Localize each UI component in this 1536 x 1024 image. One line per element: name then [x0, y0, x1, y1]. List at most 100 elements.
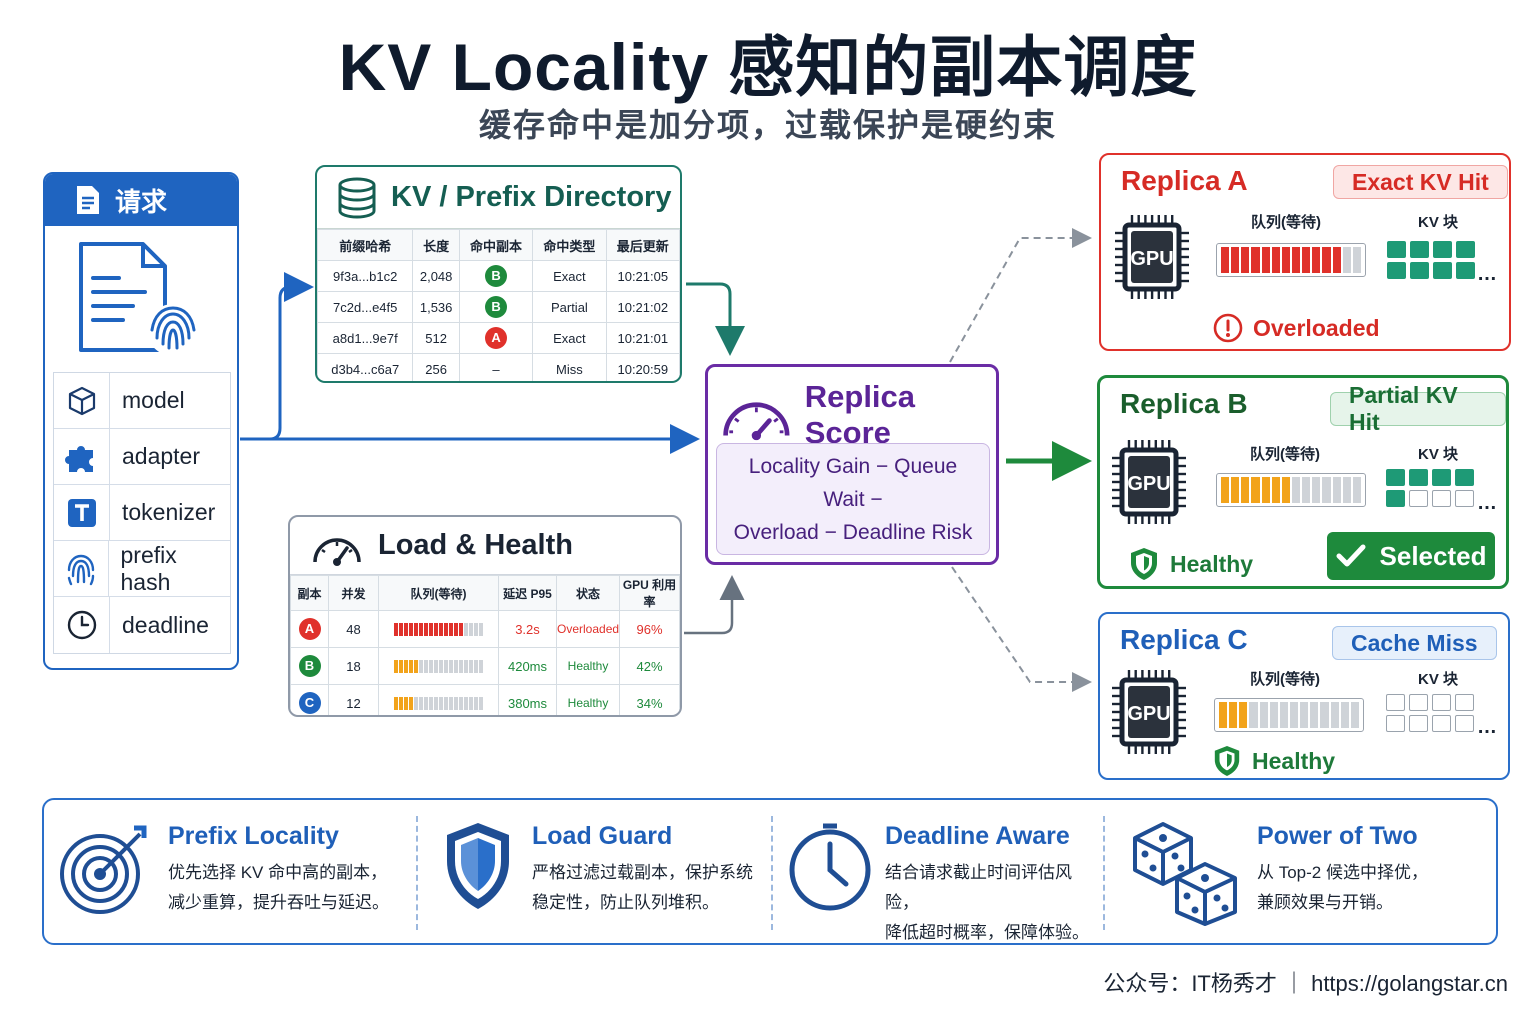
feature-divider [771, 816, 773, 930]
queue-segment [1291, 247, 1301, 273]
gpu-label: GPU [1127, 473, 1170, 495]
queue-segment [414, 696, 418, 710]
queue-segment [444, 622, 448, 636]
hash-cell: 7c2d...e4f5 [317, 291, 414, 323]
status-overloaded: Overloaded [1213, 313, 1380, 343]
replica-name: Replica B [1120, 388, 1248, 419]
queue-segment [434, 696, 438, 710]
replica-badge: B [485, 265, 508, 287]
replica-tag: Cache Miss [1332, 626, 1497, 660]
queue-segment [1229, 702, 1238, 728]
queue-segment [1352, 247, 1361, 273]
kv-block-label: KV 块 [1418, 214, 1459, 231]
load-health-title: Load & Health [378, 529, 573, 561]
type-cell: Exact [532, 322, 607, 354]
request-field-list: model adapter tokenizer prefix hash dead… [53, 372, 231, 654]
column-header: 并发 [328, 575, 379, 611]
status-cell: Healthy [555, 684, 621, 715]
queue-segment [414, 622, 418, 636]
queue-segment [419, 659, 423, 673]
queue-segment [429, 622, 433, 636]
queue-segment [1251, 477, 1260, 503]
queue-segment [399, 696, 403, 710]
kv-block [1387, 262, 1406, 279]
replica-cell: – [458, 353, 534, 381]
feature-divider [1103, 816, 1105, 930]
feature-load-guard: Load Guard 严格过滤过载副本，保护系统 稳定性，防止队列堆积。 [418, 800, 770, 947]
replica-none: – [492, 361, 500, 377]
replica-tag: Exact KV Hit [1333, 165, 1508, 199]
queue-segment [1241, 247, 1250, 273]
page-subtitle: 缓存命中是加分项，过载保护是硬约束 [478, 107, 1057, 143]
kv-directory-panel: KV / Prefix Directory 前缀哈希 长度 命中副本 命中类型 … [315, 165, 682, 383]
text-t-icon [67, 498, 96, 527]
feature-desc: 结合请求截止时间评估风险， 降低超时概率，保障体验。 [885, 858, 1103, 948]
score-formula: Locality Gain − Queue Wait − Overload − … [716, 443, 990, 555]
queue-segment [399, 622, 403, 636]
queue-segment [1241, 477, 1250, 503]
field-label: deadline [122, 611, 209, 638]
kv-block-grid [1386, 694, 1474, 732]
feature-title: Load Guard [532, 822, 673, 850]
queue-segment [394, 659, 398, 673]
kv-more-dots: … [1477, 716, 1497, 738]
formula-line-2: Overload − Deadline Risk [733, 520, 973, 544]
queue-segment [434, 622, 438, 636]
queue-segment [479, 659, 483, 673]
kv-more-dots: … [1477, 492, 1497, 514]
kv-directory-title: KV / Prefix Directory [391, 181, 672, 213]
clock-icon [67, 610, 96, 640]
feature-desc-line: 兼顾效果与开销。 [1257, 893, 1393, 912]
kv-block [1432, 469, 1451, 486]
queue-segment [1281, 477, 1290, 503]
queue-segment [429, 696, 433, 710]
speedometer-icon [723, 402, 790, 441]
field-model: model [54, 372, 230, 429]
queue-segment [1251, 247, 1260, 273]
feature-desc-line: 优先选择 KV 命中高的副本， [168, 863, 388, 882]
queue-segment [404, 696, 408, 710]
shield-check-icon [1214, 746, 1240, 776]
kv-block [1432, 715, 1451, 732]
queue-segment [444, 659, 448, 673]
queue-segment [404, 622, 408, 636]
queue-segment [444, 696, 448, 710]
updated-cell: 10:21:02 [605, 291, 680, 323]
queue-segment [1239, 702, 1248, 728]
request-header-label: 请求 [115, 186, 168, 217]
queue-segment [1342, 477, 1351, 503]
gpu-label: GPU [1130, 248, 1173, 270]
replica-badge: B [298, 655, 321, 677]
feature-desc-line: 降低超时概率，保障体验。 [885, 923, 1089, 942]
queue-segment [1281, 247, 1290, 273]
queue-segment [1269, 702, 1278, 728]
queue-segment [1322, 247, 1331, 273]
queue-cell [378, 610, 499, 648]
queue-segment [459, 622, 463, 636]
queue-segment [1259, 702, 1268, 728]
hash-cell: d3b4...c6a7 [317, 353, 414, 381]
cube-icon [68, 386, 95, 415]
queue-cell [378, 647, 499, 685]
target-icon [60, 825, 147, 914]
column-header: 最后更新 [605, 229, 680, 261]
kv-block [1410, 262, 1429, 279]
queue-segment [1249, 702, 1258, 728]
kv-block [1386, 490, 1405, 507]
replica-cell: B [458, 260, 534, 292]
replica-tag: Partial KV Hit [1330, 382, 1506, 435]
replica-a-card: Replica A Exact KV Hit GPU 队列(等待) KV 块 …… [1099, 153, 1511, 351]
queue-segment [474, 659, 478, 673]
queue-cell [378, 684, 499, 715]
replica-b-card: Replica B Partial KV Hit GPU 队列(等待) KV 块… [1097, 375, 1509, 589]
queue-segment [1231, 247, 1240, 273]
kv-block [1409, 694, 1428, 711]
queue-segment [409, 696, 413, 710]
replica-name: Replica C [1120, 624, 1248, 655]
column-header: 命中副本 [458, 229, 534, 261]
queue-segment [1221, 477, 1230, 503]
queue-segment [464, 659, 468, 673]
